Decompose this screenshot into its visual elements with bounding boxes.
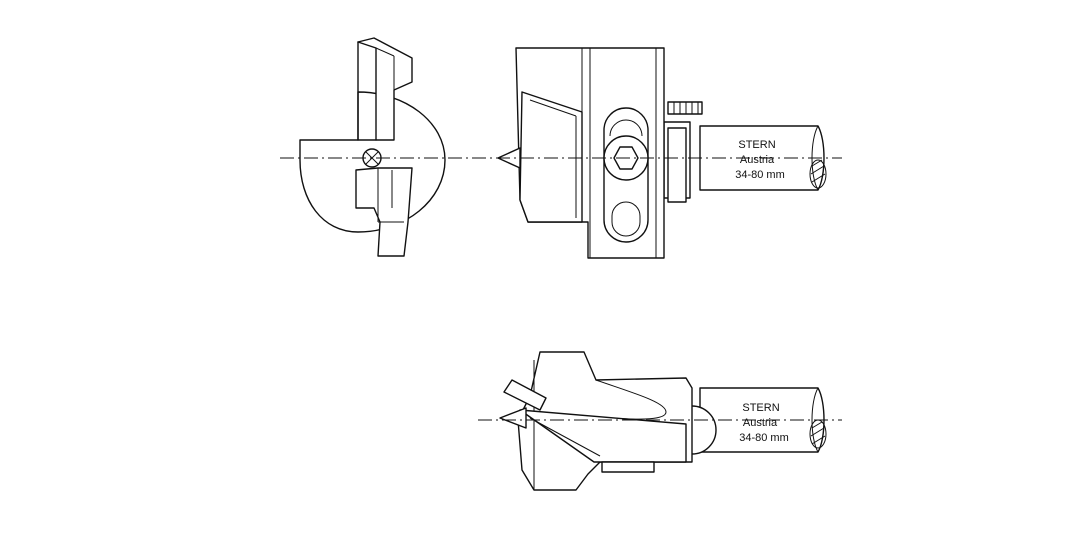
bottom-country-label: Austria <box>743 417 778 429</box>
bottom-clamp-block <box>601 461 655 473</box>
bottom-center-point <box>499 407 527 429</box>
bottom-brand-label: STERN <box>742 402 779 414</box>
end-view <box>299 37 446 257</box>
side-view-top <box>497 47 827 259</box>
top-range-label: 34-80 mm <box>735 169 785 181</box>
top-knurled-screw <box>667 101 703 115</box>
bottom-arm <box>519 409 687 463</box>
end-view-lower-blade <box>355 167 413 257</box>
bottom-range-label: 34-80 mm <box>739 432 789 444</box>
top-blade <box>519 91 583 223</box>
bottom-blade <box>503 379 547 411</box>
top-country-label: Austria <box>740 154 775 166</box>
top-brand-label: STERN <box>738 139 775 151</box>
